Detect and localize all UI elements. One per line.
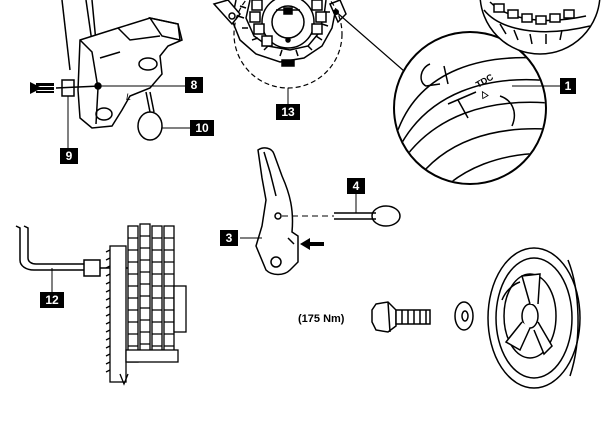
tensioner-letter-label: L: [126, 92, 131, 102]
svg-text:8: 8: [191, 78, 198, 92]
crank-bolt: [371, 301, 431, 333]
callout-8: 8: [185, 77, 203, 93]
insertion-arrow: [30, 82, 54, 94]
svg-text:13: 13: [281, 105, 295, 119]
callout-4: 4: [347, 178, 365, 194]
push-arrow: [300, 238, 324, 250]
svg-text:1: 1: [565, 79, 572, 93]
svg-text:12: 12: [45, 293, 59, 307]
callout-9: 9: [60, 148, 78, 164]
callout-1: 1: [560, 78, 576, 94]
tensioner-rail: [255, 147, 299, 276]
crankshaft-pulley: [487, 247, 581, 389]
retaining-pin: [334, 205, 401, 227]
callout-10: 10: [190, 120, 214, 136]
chain-tensioner-assembly: [55, 0, 183, 129]
svg-text:10: 10: [195, 121, 209, 135]
washer: [454, 301, 474, 331]
tdc-detail-view: TDC △: [333, 9, 547, 185]
locking-pin-ring: [137, 91, 163, 141]
svg-text:3: 3: [226, 231, 233, 245]
sprocket-chain-stack: [105, 223, 187, 386]
svg-text:9: 9: [66, 149, 73, 163]
torque-spec-label: (175 Nm): [298, 313, 345, 325]
callout-13: 13: [276, 104, 300, 120]
callout-12: 12: [40, 292, 64, 308]
camshaft-gear-fragment: [479, 0, 601, 55]
callout-3: 3: [220, 230, 238, 246]
svg-text:4: 4: [353, 179, 360, 193]
